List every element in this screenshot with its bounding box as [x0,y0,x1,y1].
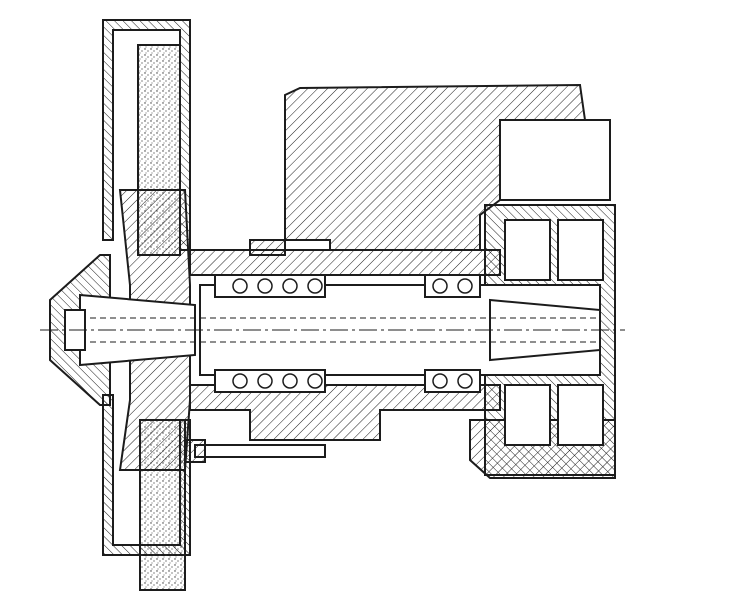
bearing-left-top [214,274,326,298]
pulley-window-bottom-2 [557,384,604,446]
pulley-window-top [504,219,551,281]
bearing-left-bottom [214,369,326,393]
pulley-window-top-2 [557,219,604,281]
pulley-window-bottom [504,384,551,446]
housing-right-window [499,119,611,201]
bolt-head [184,439,206,463]
spindle-sleeve-upper [189,249,501,276]
bolt [194,444,326,458]
spindle-sleeve-lower [189,384,501,441]
bearing-right-top [424,274,481,298]
bearing-right-bottom [424,369,481,393]
